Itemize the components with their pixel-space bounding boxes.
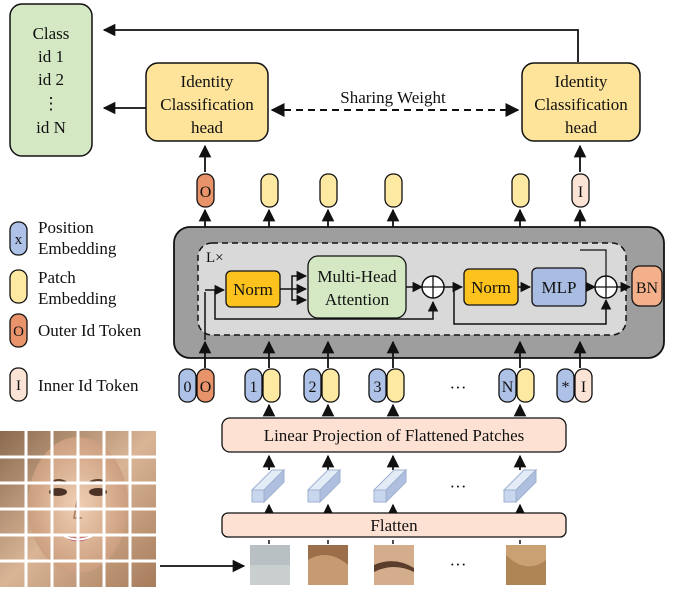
- output-inner-token: [571, 173, 590, 208]
- right-head-line-1: Identity: [555, 72, 608, 91]
- input-pos-1-label: 1: [250, 379, 258, 396]
- legend-outer-label: Outer Id Token: [38, 321, 142, 340]
- input-pos-n-label: N: [502, 379, 514, 396]
- legend-position-line-1: Position: [38, 218, 94, 237]
- input-outer-token: [196, 368, 215, 403]
- input-outer-pos: [178, 368, 197, 403]
- legend-inner-symbol: I: [16, 378, 21, 394]
- bn-box: [631, 265, 663, 307]
- input-inner-token-label: I: [581, 379, 586, 396]
- input-tokens: 0 O 1 2 3 ··· N * I: [178, 340, 593, 403]
- image-patches: ···: [250, 545, 546, 585]
- flattened-vector-1: [250, 468, 286, 504]
- linear-projection-box: Linear Projection of Flattened Patches: [221, 417, 567, 453]
- left-head-line-2: Classification: [160, 95, 254, 114]
- input-pos-2: [303, 368, 322, 403]
- legend-patch-line-2: Embedding: [38, 289, 117, 308]
- legend-position-line-2: Embedding: [38, 239, 117, 258]
- input-patch-2: [321, 368, 340, 403]
- input-pos-3-label: 3: [374, 379, 382, 396]
- input-outer-pos-label: 0: [184, 379, 192, 396]
- flatten-box: Flatten: [221, 512, 567, 538]
- output-patch-token-2: [319, 173, 338, 208]
- input-inner-token: [574, 368, 593, 403]
- flattened-vector-2: [306, 468, 342, 504]
- class-id-2: id 2: [38, 70, 64, 89]
- mlp-label: MLP: [542, 278, 577, 297]
- class-id-1: id 1: [38, 47, 64, 66]
- class-vdots: ⋮: [43, 94, 60, 113]
- vector-dots: ···: [450, 477, 467, 496]
- output-patch-token-n: [511, 173, 530, 208]
- legend-patch-swatch: [9, 269, 28, 304]
- bn-label: BN: [636, 280, 659, 297]
- input-pos-3: [368, 368, 387, 403]
- input-patch-n: [516, 368, 535, 403]
- input-pos-1: [244, 368, 263, 403]
- linear-projection-label: Linear Projection of Flattened Patches: [264, 426, 525, 445]
- flattened-vector-n: [502, 468, 538, 504]
- right-head-line-3: head: [565, 118, 598, 137]
- input-inner-pos: [556, 368, 575, 403]
- legend-patch-line-1: Patch: [38, 268, 76, 287]
- face-image-grid: [0, 431, 156, 587]
- input-inner-pos-label: *: [562, 379, 570, 396]
- input-pos-n: [498, 368, 517, 403]
- class-output-box: Class id 1 id 2 ⋮ id N: [9, 3, 93, 157]
- legend-inner-label: Inner Id Token: [38, 376, 139, 395]
- input-outer-token-label: O: [200, 379, 212, 396]
- output-outer-token: [196, 173, 215, 208]
- sharing-weight-label: Sharing Weight: [340, 88, 446, 107]
- legend: x Position Embedding Patch Embedding O O…: [9, 218, 142, 402]
- encoder-repeat-label: L×: [206, 250, 224, 266]
- output-patch-token-3: [384, 173, 403, 208]
- output-tokens: O I: [196, 144, 590, 228]
- identity-head-right: Identity Classification head: [521, 62, 641, 142]
- flatten-label: Flatten: [370, 516, 418, 535]
- class-title: Class: [33, 24, 70, 43]
- legend-position-swatch: [9, 221, 28, 256]
- patch-dots: ···: [450, 555, 467, 574]
- class-id-n: id N: [36, 118, 66, 137]
- legend-outer-swatch: [9, 313, 28, 348]
- norm-2-label: Norm: [471, 278, 511, 297]
- input-patch-3: [386, 368, 405, 403]
- norm-1-label: Norm: [233, 280, 273, 299]
- output-patch-token-1: [260, 173, 279, 208]
- input-pos-2-label: 2: [309, 379, 317, 396]
- left-head-line-3: head: [191, 118, 224, 137]
- output-inner-token-label: I: [578, 184, 583, 201]
- flattened-vectors: ···: [250, 468, 538, 504]
- legend-position-symbol: x: [15, 232, 23, 248]
- right-head-to-class-arrow: [102, 23, 579, 62]
- flattened-vector-3: [372, 468, 408, 504]
- transformer-encoder: L× Norm Multi-Head Attention Norm MLP: [173, 226, 665, 359]
- attention-line-1: Multi-Head: [317, 267, 397, 286]
- input-patch-1: [262, 368, 281, 403]
- legend-inner-swatch: [9, 367, 28, 402]
- left-head-line-1: Identity: [181, 72, 234, 91]
- legend-outer-symbol: O: [13, 324, 24, 340]
- input-dots: ···: [450, 378, 467, 397]
- identity-head-left: Identity Classification head: [145, 62, 269, 142]
- right-head-line-2: Classification: [534, 95, 628, 114]
- output-outer-token-label: O: [200, 184, 212, 201]
- attention-line-2: Attention: [325, 290, 390, 309]
